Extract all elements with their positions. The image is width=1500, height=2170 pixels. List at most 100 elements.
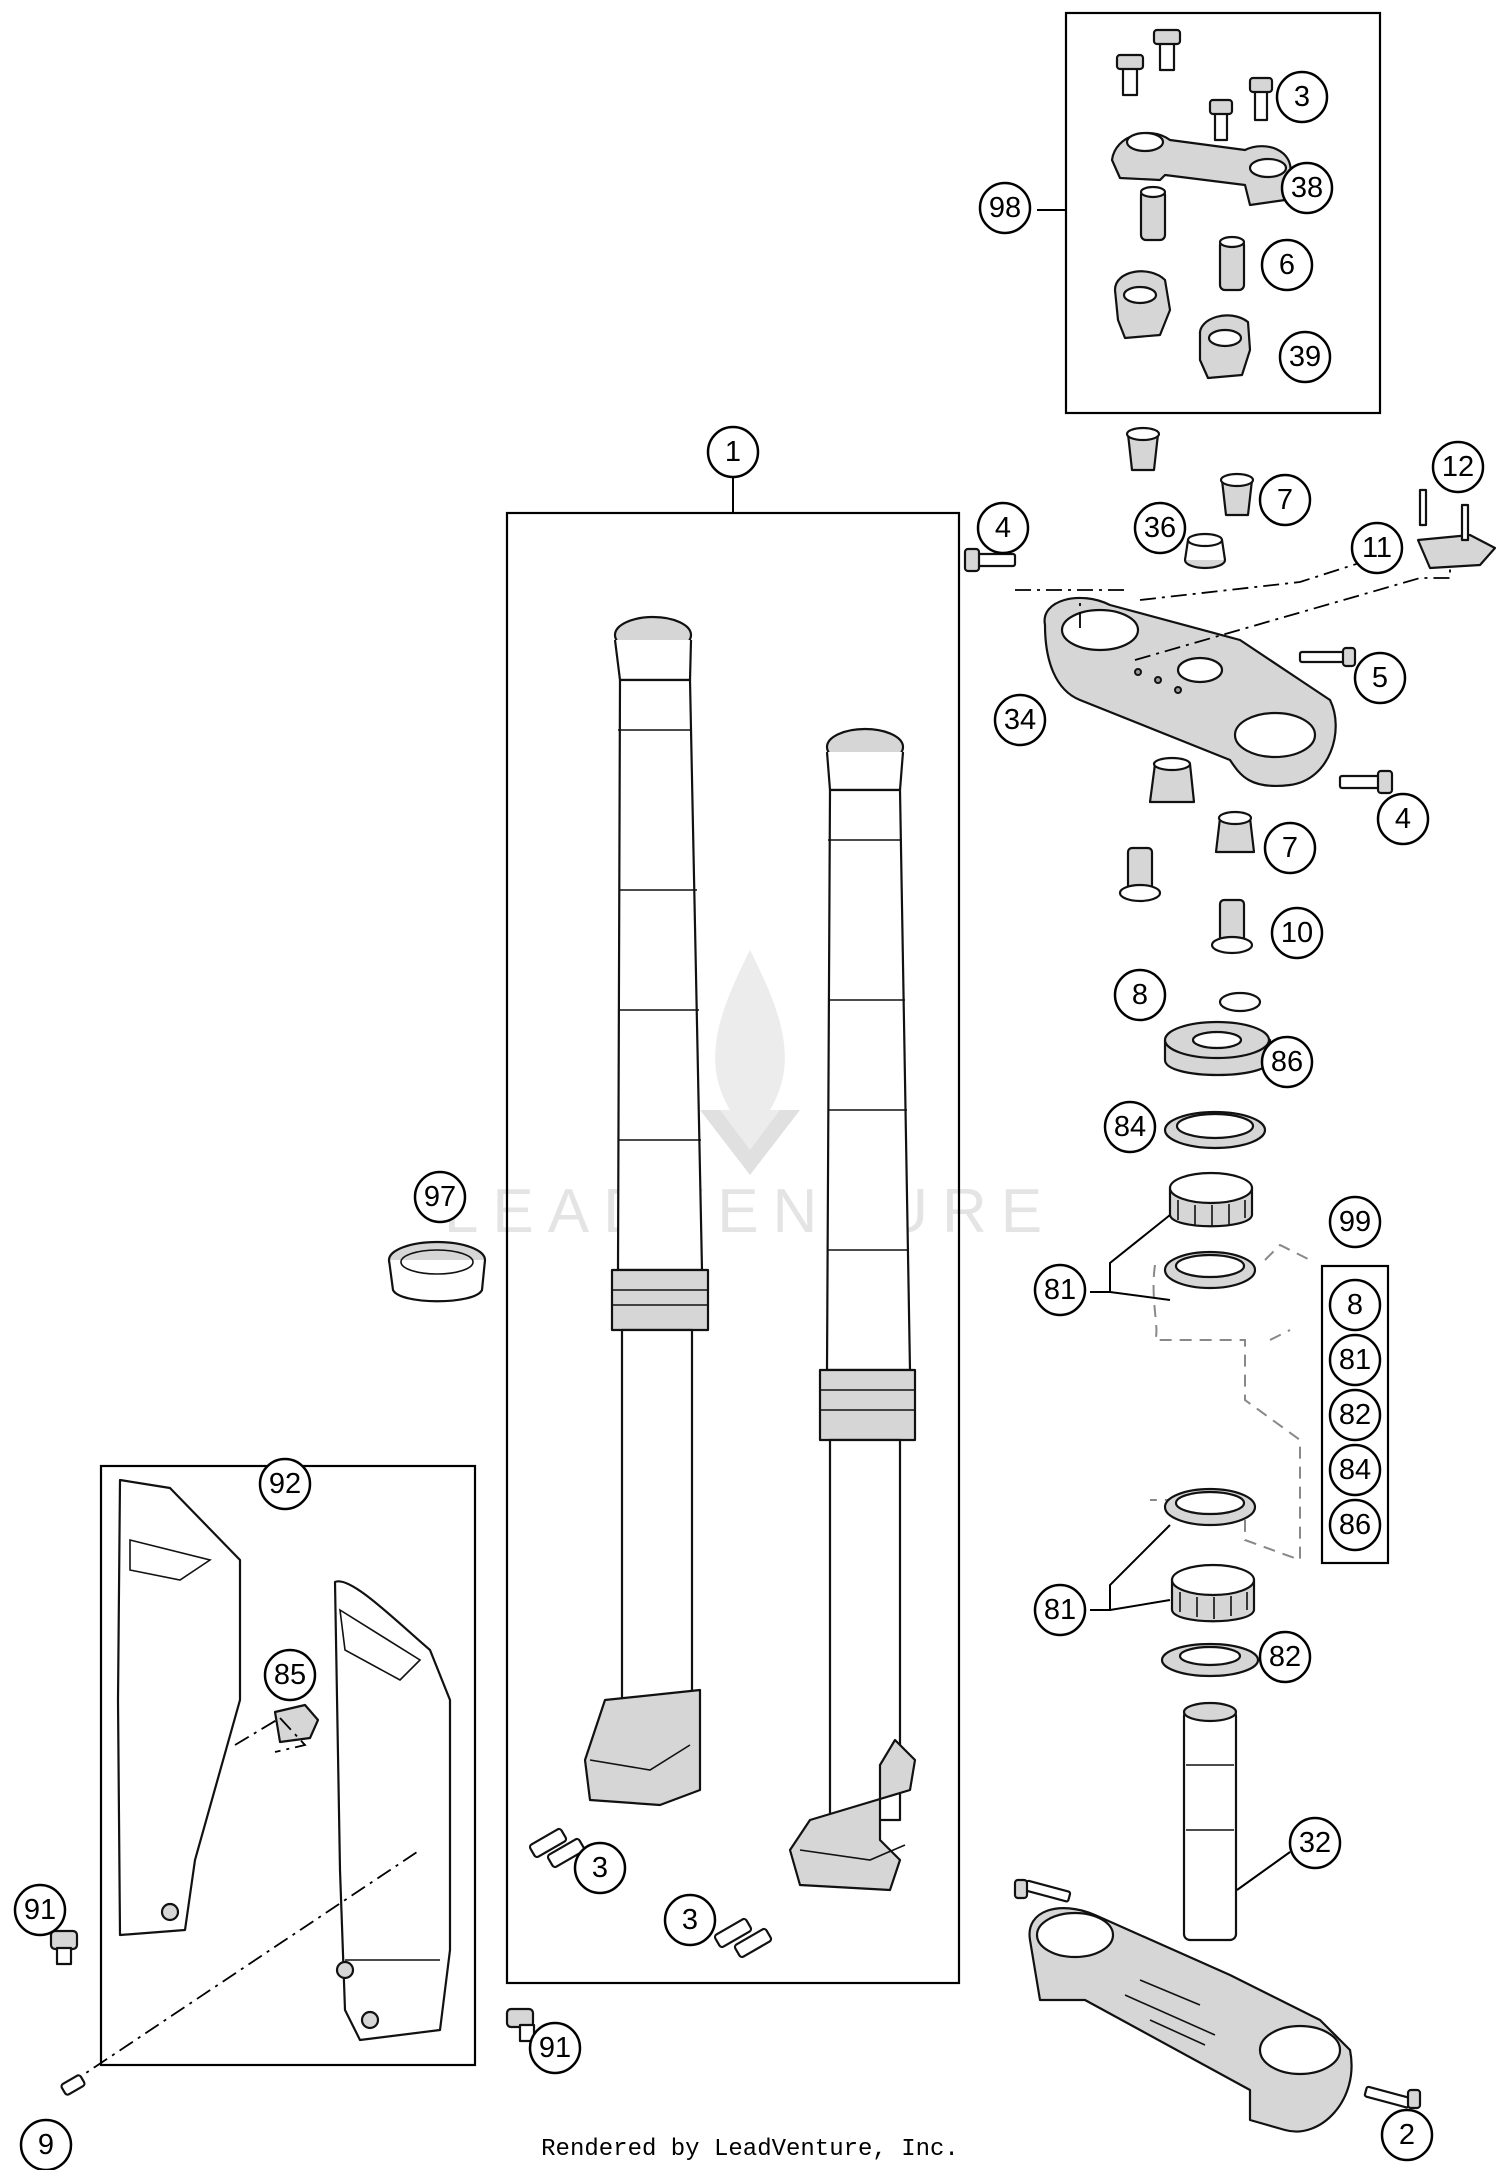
callout-circle bbox=[1380, 2108, 1434, 2162]
callout-81[interactable]: 81 bbox=[1033, 1263, 1087, 1317]
watermark: LEADVENTURE bbox=[444, 950, 1042, 1246]
upper-clamp-bolts-4 bbox=[963, 547, 1394, 795]
kit-99-item-82[interactable]: 82 bbox=[1328, 1388, 1382, 1442]
callout-number: 12 bbox=[1442, 451, 1474, 483]
lower-triple-clamp bbox=[1028, 1701, 1353, 2133]
callout-4[interactable]: 4 bbox=[976, 501, 1030, 555]
callout-3[interactable]: 3 bbox=[1275, 70, 1329, 124]
kit-98-box bbox=[1064, 11, 1382, 415]
callout-number: 82 bbox=[1269, 1641, 1301, 1673]
callout-number: 81 bbox=[1044, 1594, 1076, 1626]
callout-38[interactable]: 38 bbox=[1280, 161, 1334, 215]
callout-82[interactable]: 82 bbox=[1258, 1630, 1312, 1684]
callout-circle bbox=[1263, 821, 1317, 875]
callout-circle bbox=[1133, 501, 1187, 555]
callout-circle bbox=[978, 181, 1032, 235]
callout-34[interactable]: 34 bbox=[993, 693, 1047, 747]
callout-circle bbox=[1353, 651, 1407, 705]
callout-number: 91 bbox=[24, 1894, 56, 1926]
steering-head-ghost bbox=[1150, 1243, 1311, 1562]
callout-number: 2 bbox=[1399, 2119, 1415, 2151]
callout-circle bbox=[13, 1883, 67, 1937]
kit-99-item-86[interactable]: 86 bbox=[1328, 1498, 1382, 1552]
callout-5[interactable]: 5 bbox=[1353, 651, 1407, 705]
callout-32[interactable]: 32 bbox=[1288, 1816, 1342, 1870]
leader-32 bbox=[1236, 1851, 1291, 1891]
kit-99-item-84[interactable]: 84 bbox=[1328, 1443, 1382, 1497]
callout-36[interactable]: 36 bbox=[1133, 501, 1187, 555]
callout-number: 9 bbox=[38, 2129, 54, 2161]
kit-99-item-number: 81 bbox=[1339, 1344, 1371, 1376]
clamp-screw bbox=[1115, 28, 1274, 142]
callout-8[interactable]: 8 bbox=[1113, 968, 1167, 1022]
callout-circle bbox=[663, 1893, 717, 1947]
leader-81-lower bbox=[1090, 1524, 1171, 1611]
callout-circle bbox=[258, 1457, 312, 1511]
callout-98[interactable]: 98 bbox=[978, 181, 1032, 235]
kit-99-item-number: 82 bbox=[1339, 1399, 1371, 1431]
kit-99-list: 8 81 82 84 86 bbox=[1328, 1278, 1382, 1552]
callout-number: 5 bbox=[1372, 662, 1388, 694]
callout-39[interactable]: 39 bbox=[1278, 330, 1332, 384]
fork-leg-right bbox=[788, 727, 917, 1892]
callout-circle bbox=[1260, 238, 1314, 292]
o-ring-8 bbox=[1218, 991, 1262, 1013]
callout-circle bbox=[1328, 1195, 1382, 1249]
callout-number: 1 bbox=[725, 436, 741, 468]
callout-7[interactable]: 7 bbox=[1258, 473, 1312, 527]
callout-10[interactable]: 10 bbox=[1270, 906, 1324, 960]
kit-99-item-8[interactable]: 8 bbox=[1328, 1278, 1382, 1332]
callout-11[interactable]: 11 bbox=[1350, 521, 1404, 575]
callout-number: 3 bbox=[1294, 81, 1310, 113]
dash-guard-screw bbox=[67, 1849, 421, 2086]
callout-1[interactable]: 1 bbox=[706, 425, 760, 479]
callout-3[interactable]: 3 bbox=[663, 1893, 717, 1947]
callout-91[interactable]: 91 bbox=[528, 2021, 582, 2075]
callout-circle bbox=[1278, 330, 1332, 384]
kit-99-item-number: 8 bbox=[1347, 1289, 1363, 1321]
callout-number: 97 bbox=[424, 1181, 456, 1213]
callout-number: 38 bbox=[1291, 172, 1323, 204]
callout-circle bbox=[1376, 792, 1430, 846]
callout-2[interactable]: 2 bbox=[1380, 2108, 1434, 2162]
callout-circle bbox=[1260, 1035, 1314, 1089]
callout-number: 4 bbox=[1395, 803, 1411, 835]
rubber-bushing-lower bbox=[1148, 756, 1256, 854]
callout-number: 81 bbox=[1044, 1274, 1076, 1306]
kit-99-item-number: 86 bbox=[1339, 1509, 1371, 1541]
callout-92[interactable]: 92 bbox=[258, 1457, 312, 1511]
callout-layer: 1233344567789101112323436383981818284858… bbox=[13, 70, 1485, 2170]
callout-circle bbox=[1328, 1278, 1382, 1332]
callout-84[interactable]: 84 bbox=[1103, 1100, 1157, 1154]
callout-3[interactable]: 3 bbox=[573, 1841, 627, 1895]
callout-number: 8 bbox=[1132, 979, 1148, 1011]
callout-99[interactable]: 99 bbox=[1328, 1195, 1382, 1249]
callout-9[interactable]: 9 bbox=[19, 2118, 73, 2170]
callout-circle bbox=[1033, 1583, 1087, 1637]
callout-number: 98 bbox=[989, 192, 1021, 224]
callout-4[interactable]: 4 bbox=[1376, 792, 1430, 846]
callout-97[interactable]: 97 bbox=[413, 1170, 467, 1224]
callout-86[interactable]: 86 bbox=[1260, 1035, 1314, 1089]
callout-85[interactable]: 85 bbox=[263, 1648, 317, 1702]
dash-guard-holder bbox=[234, 1717, 307, 1753]
callout-number: 86 bbox=[1271, 1046, 1303, 1078]
callout-number: 99 bbox=[1339, 1206, 1371, 1238]
guard-screw-91-left bbox=[49, 1929, 79, 1966]
callout-81[interactable]: 81 bbox=[1033, 1583, 1087, 1637]
clamp-top-cover bbox=[1416, 488, 1497, 570]
callout-91[interactable]: 91 bbox=[13, 1883, 67, 1937]
seal-86 bbox=[1163, 1020, 1272, 1077]
callout-6[interactable]: 6 bbox=[1260, 238, 1314, 292]
brake-line-holder bbox=[273, 1703, 320, 1744]
callout-circle bbox=[1328, 1388, 1382, 1442]
fork-leg-left bbox=[583, 615, 710, 1807]
callout-circle bbox=[1328, 1498, 1382, 1552]
kit-99-item-81[interactable]: 81 bbox=[1328, 1333, 1382, 1387]
callout-12[interactable]: 12 bbox=[1431, 440, 1485, 494]
callout-number: 36 bbox=[1144, 512, 1176, 544]
watermark-v-logo bbox=[700, 1110, 800, 1175]
axle-clamp-screws-right bbox=[713, 1917, 773, 1959]
render-credit: Rendered by LeadVenture, Inc. bbox=[541, 2136, 959, 2163]
callout-7[interactable]: 7 bbox=[1263, 821, 1317, 875]
